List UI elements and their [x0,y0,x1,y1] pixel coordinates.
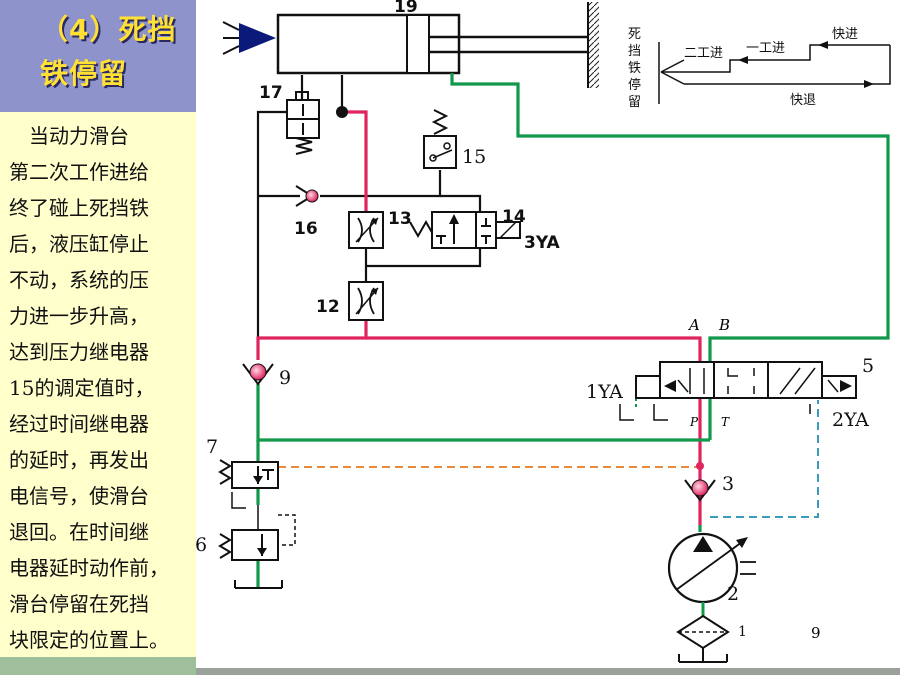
legend-kuai-tui: 快退 [790,93,816,108]
page-number: 9 [811,624,821,642]
back-pressure-valve-6 [218,505,296,589]
title-line-2: 铁停留 [40,57,128,90]
throttle-valve-13 [348,211,384,249]
legend-vertical-1: 挡 [628,44,641,59]
label-17: 17 [259,83,283,103]
filter-1 [676,614,730,663]
description-line: 退回。在时间继 [9,520,149,544]
cylinder-19 [222,2,599,88]
description-line: 15的调定值时， [9,376,155,400]
port-a-label: A [687,316,700,334]
sequence-valve-7 [218,459,279,509]
label-5: 5 [862,355,874,377]
port-t-label: T [721,415,730,429]
description-line: 不动，系统的压 [9,268,149,292]
check-valve-16 [295,185,319,207]
legend-kuai-jin: 快进 [832,27,858,42]
label-14: 14 [502,207,526,227]
pressure-lines [256,110,702,525]
label-1: 1 [738,624,747,640]
legend-vertical-4: 留 [628,95,641,110]
legend-yi-gong-jin: 一工进 [746,41,785,56]
solenoid-valve-14 [409,211,521,249]
label-6: 6 [196,534,207,556]
description-line: 后，液压缸停止 [9,232,149,256]
label-3: 3 [722,473,734,495]
description-panel: 当动力滑台 第二次工作进给 终了碰上死挡铁 后，液压缸停止 不动，系统的压 力进… [0,112,196,657]
return-lines [256,73,890,588]
legend-vertical-0: 死 [628,27,641,42]
label-9: 9 [279,367,291,389]
variable-pump-2 [667,532,756,618]
description-line: 的延时，再发出 [9,448,149,472]
motion-cycle-legend: 死 挡 铁 停 留 二工进 一工进 快进 快退 [628,27,891,110]
description-line: 终了碰上死挡铁 [9,196,149,220]
description-line: 电信号，使滑台 [9,484,149,508]
pilot-line-blue [710,400,819,518]
label-7: 7 [206,436,218,458]
description-line: 电器延时动作前， [9,556,169,580]
description-line: 滑台停留在死挡 [9,592,149,616]
label-16: 16 [294,219,318,239]
description-line: 第二次工作进给 [9,160,149,184]
label-1ya: 1YA [586,381,623,403]
description-line: 块限定的位置上。 [9,628,169,652]
valve-17 [286,91,348,155]
bottom-bar [196,668,900,675]
label-12: 12 [316,297,340,317]
pressure-switch-15 [423,109,457,169]
legend-vertical-3: 停 [628,77,641,93]
legend-vertical-2: 铁 [628,61,641,76]
check-valve-9 [242,363,274,386]
description-line: 达到压力继电器 [9,340,149,364]
label-3ya: 3YA [524,233,561,253]
title-panel: （4）死挡 铁停留 [0,0,196,112]
label-13: 13 [388,209,412,229]
description-line: 当动力滑台 [9,124,129,148]
directional-valve-5 [619,361,857,421]
check-valve-3 [684,462,716,502]
stop-arrow-icon [239,23,276,53]
legend-er-gong-jin: 二工进 [684,46,723,61]
label-2: 2 [727,583,739,605]
throttle-valve-12 [348,281,384,321]
label-15: 15 [462,146,486,168]
label-19: 19 [394,0,418,17]
port-b-label: B [718,316,730,334]
hydraulic-circuit-diagram: 19 17 15 16 13 14 3YA 12 9 7 6 5 1YA 2YA… [196,0,891,663]
left-footer-strip [0,657,196,675]
title-line-1: （4）死挡 [40,13,177,46]
description-line: 力进一步升高， [9,304,149,328]
description-line: 经过时间继电器 [9,412,149,436]
port-p-label: P [689,415,699,429]
label-2ya: 2YA [832,409,869,431]
